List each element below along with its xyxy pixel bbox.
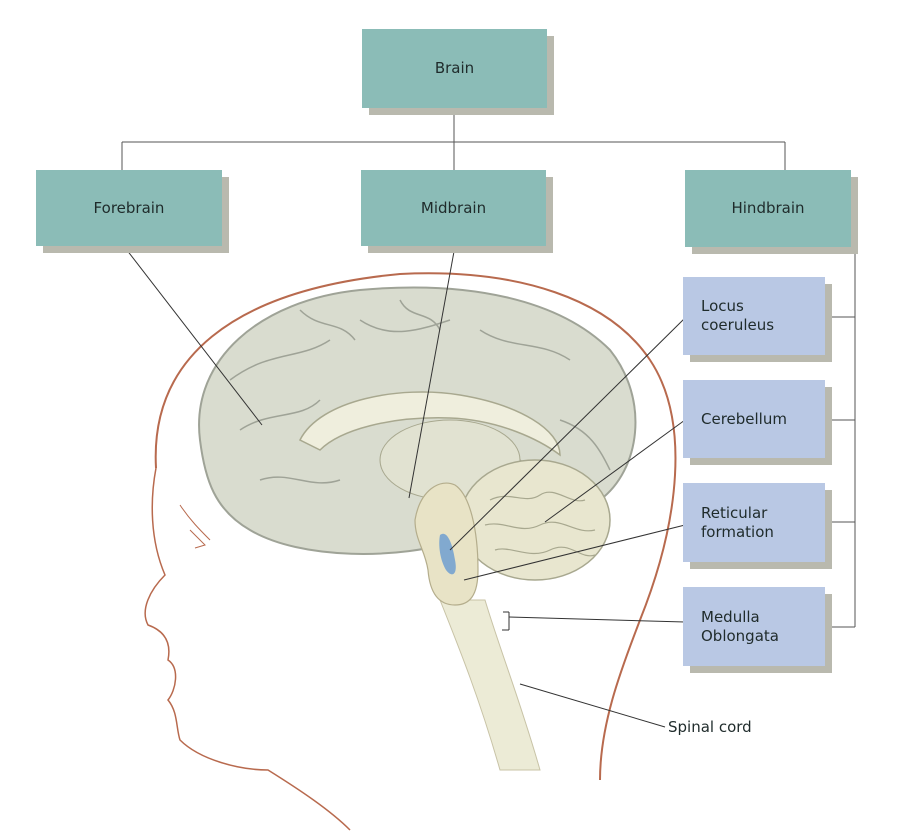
midbrain-box: Midbrain <box>361 170 546 246</box>
spinal-cord-label: Spinal cord <box>668 718 752 736</box>
medulla-oblongata-box: Medulla Oblongata <box>683 587 825 666</box>
medulla-oblongata-label: Medulla Oblongata <box>701 607 779 645</box>
reticular-formation-box: Reticular formation <box>683 483 825 562</box>
brain-box: Brain <box>362 29 547 108</box>
brain-label: Brain <box>434 59 475 77</box>
spinal-cord <box>439 599 541 771</box>
reticular-formation-label: Reticular formation <box>701 503 774 541</box>
hindbrain-box: Hindbrain <box>685 170 851 247</box>
locus-coeruleus-box: Locus coeruleus <box>683 277 825 355</box>
hierarchy-connectors <box>121 108 856 628</box>
locus-coeruleus-label: Locus coeruleus <box>701 297 775 334</box>
midbrain-label: Midbrain <box>420 198 487 217</box>
forebrain-box: Forebrain <box>36 170 222 246</box>
leader-lines <box>122 244 686 728</box>
forebrain-label: Forebrain <box>93 198 165 217</box>
hindbrain-label: Hindbrain <box>731 199 805 217</box>
head-outline <box>144 272 677 831</box>
cerebellum-label: Cerebellum <box>701 409 787 428</box>
cerebellum-box: Cerebellum <box>683 380 825 458</box>
locus-coeruleus-highlight <box>439 533 456 575</box>
